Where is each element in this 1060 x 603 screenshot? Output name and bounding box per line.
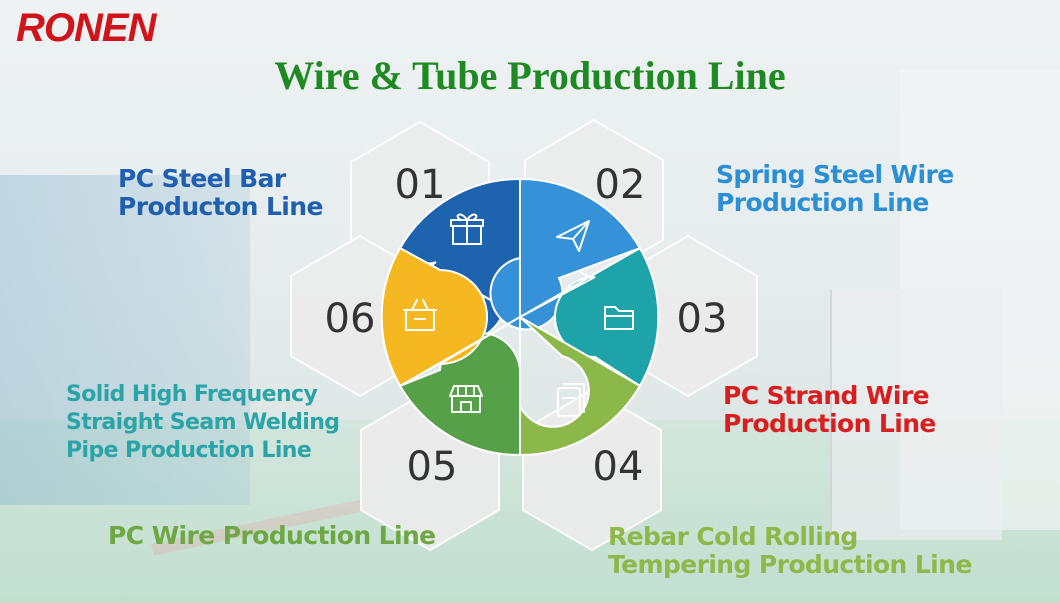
label-pc-steel-bar: PC Steel Bar Producton Line xyxy=(118,165,323,221)
segment-06 xyxy=(380,246,521,388)
gift-icon xyxy=(450,213,484,245)
label-line: PC Steel Bar xyxy=(118,164,286,193)
number-03: 03 xyxy=(677,296,728,342)
number-04: 04 xyxy=(593,444,644,490)
segment-02 xyxy=(489,177,642,331)
background-cabinet-right xyxy=(830,290,1002,540)
label-line: Producton Line xyxy=(118,192,323,221)
label-line: Solid High Frequency xyxy=(66,382,318,407)
background-cabinets-left xyxy=(0,175,250,505)
page-title: Wire & Tube Production Line xyxy=(274,53,786,98)
number-02: 02 xyxy=(595,162,646,208)
label-spring-steel-wire: Spring Steel Wire Production Line xyxy=(716,161,954,217)
label-line: PC Wire Production Line xyxy=(108,521,436,550)
label-line: Straight Seam Welding xyxy=(66,410,340,435)
segment-04 xyxy=(515,316,642,457)
label-line: PC Strand Wire xyxy=(723,381,930,410)
label-line: Production Line xyxy=(716,188,929,217)
number-01: 01 xyxy=(395,162,446,208)
label-line: Pipe Production Line xyxy=(66,438,312,463)
label-rebar-cold-rolling: Rebar Cold Rolling Tempering Production … xyxy=(608,523,972,579)
document-icon xyxy=(557,383,585,417)
send-icon xyxy=(556,220,590,252)
label-pc-strand-wire: PC Strand Wire Production Line xyxy=(723,382,936,438)
number-05: 05 xyxy=(407,444,458,490)
folder-icon xyxy=(604,306,634,330)
box-icon xyxy=(403,299,437,331)
label-pc-wire: PC Wire Production Line xyxy=(108,522,436,550)
label-line: Spring Steel Wire xyxy=(716,160,954,189)
label-line: Production Line xyxy=(723,409,936,438)
brand-logo: RONEN xyxy=(16,6,156,50)
number-06: 06 xyxy=(325,296,376,342)
label-line: Tempering Production Line xyxy=(608,550,972,579)
shop-icon xyxy=(449,385,483,413)
label-welding-pipe: Solid High Frequency Straight Seam Weldi… xyxy=(66,381,340,465)
label-line: Rebar Cold Rolling xyxy=(608,522,858,551)
